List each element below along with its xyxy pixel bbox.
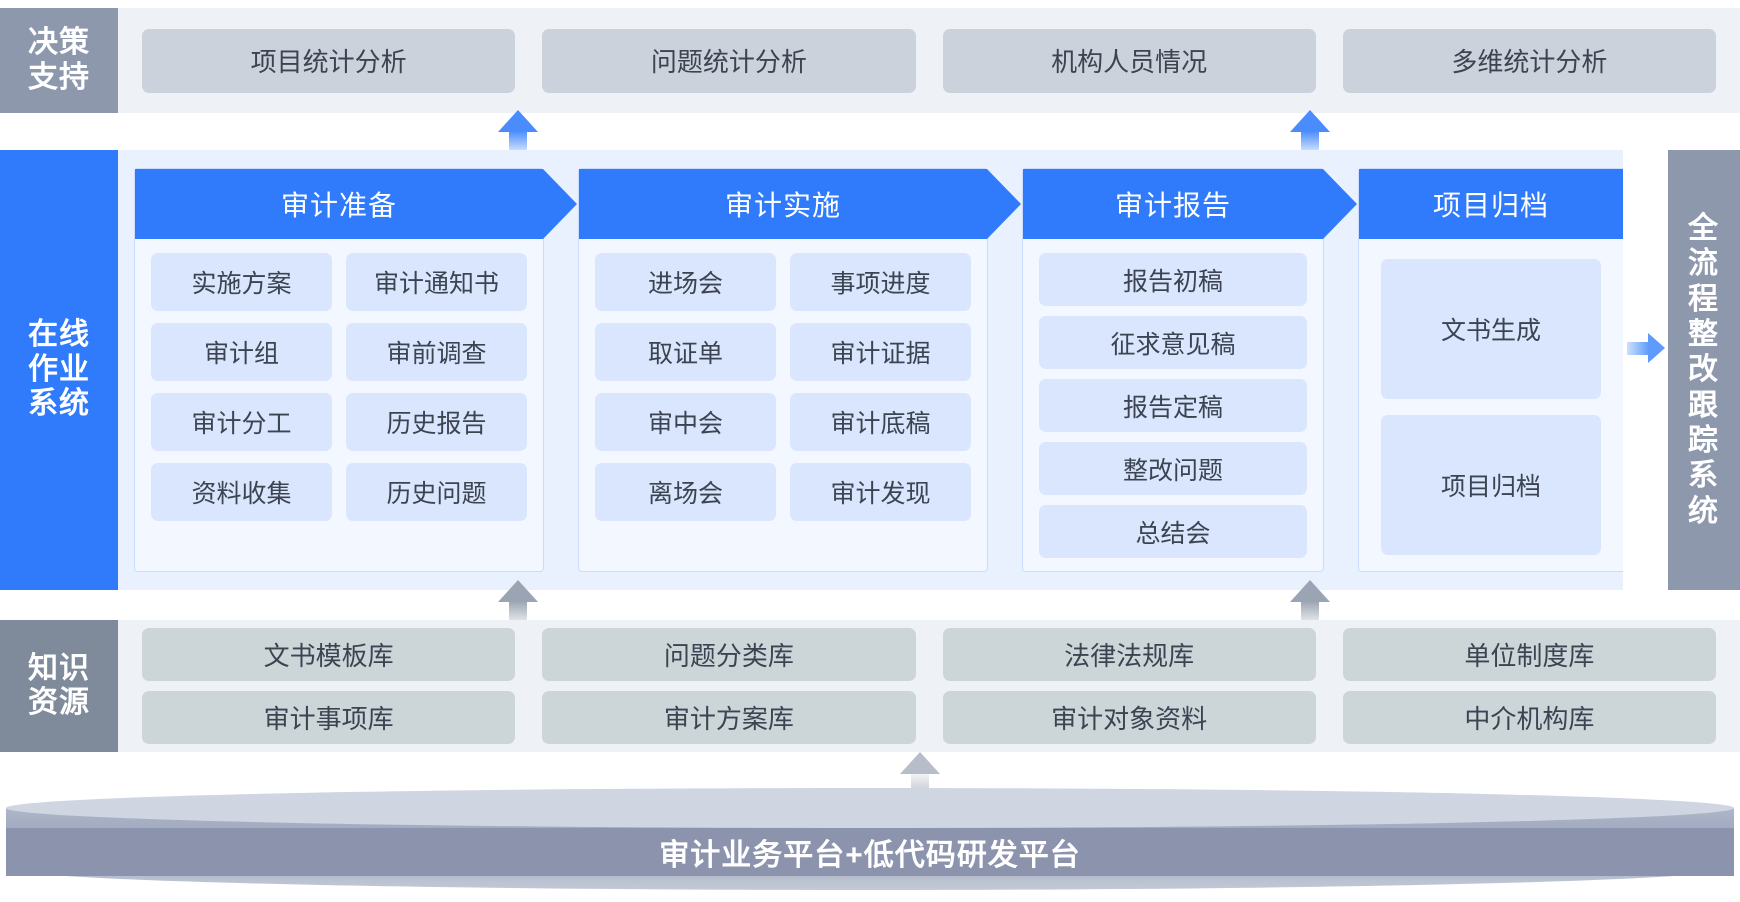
item-mid-audit-meeting[interactable]: 审中会 [595, 393, 776, 451]
knowledge-card-issue-category-lib[interactable]: 问题分类库 [542, 628, 916, 681]
knowledge-card-audit-plan-lib[interactable]: 审计方案库 [542, 691, 916, 744]
stage-col-left: 实施方案 审计组 审计分工 资料收集 [151, 253, 332, 521]
knowledge-card-law-regulation-lib[interactable]: 法律法规库 [942, 628, 1316, 681]
knowledge-row-2: 审计事项库 审计方案库 审计对象资料 中介机构库 [142, 691, 1716, 744]
item-entry-meeting[interactable]: 进场会 [595, 253, 776, 311]
item-document-generation[interactable]: 文书生成 [1381, 259, 1601, 399]
stage-header-audit-report[interactable]: 审计报告 [1023, 169, 1357, 239]
decision-card-multidim-stats[interactable]: 多维统计分析 [1342, 28, 1716, 93]
knowledge-card-intermediary-agency-lib[interactable]: 中介机构库 [1342, 691, 1716, 744]
arrow-head-icon [1290, 580, 1330, 602]
arrow-right-to-tracking [1627, 333, 1665, 363]
tracking-system-label: 全流程整改跟踪系统 [1688, 211, 1720, 528]
knowledge-card-auditee-data[interactable]: 审计对象资料 [942, 691, 1316, 744]
online-work-system-label: 在线 作业 系统 [0, 150, 118, 590]
item-audit-notice[interactable]: 审计通知书 [346, 253, 527, 311]
stage-audit-preparation: 审计准备 实施方案 审计组 审计分工 资料收集 审计通知书 审前调查 历史报告 … [134, 168, 577, 572]
item-data-collection[interactable]: 资料收集 [151, 463, 332, 521]
online-label-line-2: 作业 [28, 352, 90, 386]
item-audit-team[interactable]: 审计组 [151, 323, 332, 381]
knowledge-cards-container: 文书模板库 问题分类库 法律法规库 单位制度库 审计事项库 审计方案库 审计对象… [118, 620, 1740, 752]
stage-audit-report: 审计报告 报告初稿 征求意见稿 报告定稿 整改问题 总结会 [1022, 168, 1357, 572]
stage-body-audit-implementation: 进场会 取证单 审中会 离场会 事项进度 审计证据 审计底稿 审计发现 [579, 239, 987, 535]
item-comment-draft[interactable]: 征求意见稿 [1039, 316, 1307, 369]
stage-header-project-archiving[interactable]: 项目归档 [1359, 169, 1623, 239]
stage-col-right: 事项进度 审计证据 审计底稿 审计发现 [790, 253, 971, 521]
decision-support-label-line-2: 支持 [28, 60, 90, 94]
tracking-system-column: 全流程整改跟踪系统 [1668, 150, 1740, 590]
knowledge-resource-band: 知识 资源 文书模板库 问题分类库 法律法规库 单位制度库 审计事项库 审计方案… [0, 620, 1740, 752]
item-historical-issues[interactable]: 历史问题 [346, 463, 527, 521]
item-exit-meeting[interactable]: 离场会 [595, 463, 776, 521]
stage-header-audit-preparation[interactable]: 审计准备 [135, 169, 577, 239]
item-historical-reports[interactable]: 历史报告 [346, 393, 527, 451]
online-stages-container: 审计准备 实施方案 审计组 审计分工 资料收集 审计通知书 审前调查 历史报告 … [118, 150, 1623, 590]
knowledge-row-1: 文书模板库 问题分类库 法律法规库 单位制度库 [142, 628, 1716, 681]
item-evidence-form[interactable]: 取证单 [595, 323, 776, 381]
knowledge-resource-label: 知识 资源 [0, 620, 118, 752]
arrow-head-icon [1648, 333, 1665, 363]
decision-support-label-line-1: 决策 [28, 26, 90, 59]
arrow-shaft [1627, 342, 1649, 355]
stage-body-audit-report: 报告初稿 征求意见稿 报告定稿 整改问题 总结会 [1023, 239, 1323, 572]
platform-title-band: 审计业务平台+低代码研发平台 [6, 828, 1734, 876]
decision-support-label: 决策 支持 [0, 8, 118, 113]
arrow-head-icon [498, 110, 538, 132]
stage-body-project-archiving: 文书生成 项目归档 [1359, 239, 1623, 575]
knowledge-card-doc-template-lib[interactable]: 文书模板库 [142, 628, 516, 681]
arrow-head-icon [498, 580, 538, 602]
stage-header-audit-implementation[interactable]: 审计实施 [579, 169, 1021, 239]
item-rectification-issues[interactable]: 整改问题 [1039, 442, 1307, 495]
knowledge-card-unit-policy-lib[interactable]: 单位制度库 [1342, 628, 1716, 681]
online-work-system-band: 在线 作业 系统 审计准备 实施方案 审计组 审计分工 资料收集 审计通知书 [0, 150, 1740, 590]
item-audit-working-paper[interactable]: 审计底稿 [790, 393, 971, 451]
knowledge-label-line-1: 知识 [28, 651, 90, 685]
decision-card-org-personnel[interactable]: 机构人员情况 [942, 28, 1316, 93]
platform-title: 审计业务平台+低代码研发平台 [659, 839, 1081, 872]
decision-card-issue-stats[interactable]: 问题统计分析 [542, 28, 916, 93]
decision-card-project-stats[interactable]: 项目统计分析 [142, 28, 516, 93]
platform-base: 审计业务平台+低代码研发平台 [6, 788, 1734, 892]
stage-col-left: 进场会 取证单 审中会 离场会 [595, 253, 776, 521]
knowledge-label-line-2: 资源 [28, 686, 90, 719]
stage-body-audit-preparation: 实施方案 审计组 审计分工 资料收集 审计通知书 审前调查 历史报告 历史问题 [135, 239, 543, 535]
knowledge-card-audit-matter-lib[interactable]: 审计事项库 [142, 691, 516, 744]
item-audit-assignment[interactable]: 审计分工 [151, 393, 332, 451]
stage-col-right: 审计通知书 审前调查 历史报告 历史问题 [346, 253, 527, 521]
stage-audit-implementation: 审计实施 进场会 取证单 审中会 离场会 事项进度 审计证据 审计底稿 审计发现 [578, 168, 1021, 572]
item-matter-progress[interactable]: 事项进度 [790, 253, 971, 311]
platform-top-ellipse [6, 788, 1734, 828]
item-audit-evidence[interactable]: 审计证据 [790, 323, 971, 381]
arrow-head-icon [900, 752, 940, 774]
item-draft-report[interactable]: 报告初稿 [1039, 253, 1307, 306]
arrow-head-icon [1290, 110, 1330, 132]
stage-project-archiving: 项目归档 文书生成 项目归档 [1358, 168, 1623, 572]
decision-support-band: 决策 支持 项目统计分析 问题统计分析 机构人员情况 多维统计分析 [0, 8, 1740, 113]
online-label-line-3: 系统 [28, 387, 90, 421]
online-label-line-1: 在线 [28, 318, 90, 352]
item-summary-meeting[interactable]: 总结会 [1039, 505, 1307, 558]
item-audit-findings[interactable]: 审计发现 [790, 463, 971, 521]
item-implementation-plan[interactable]: 实施方案 [151, 253, 332, 311]
item-project-archive[interactable]: 项目归档 [1381, 415, 1601, 555]
decision-support-cards: 项目统计分析 问题统计分析 机构人员情况 多维统计分析 [118, 8, 1740, 113]
item-pre-audit-survey[interactable]: 审前调查 [346, 323, 527, 381]
item-final-report[interactable]: 报告定稿 [1039, 379, 1307, 432]
